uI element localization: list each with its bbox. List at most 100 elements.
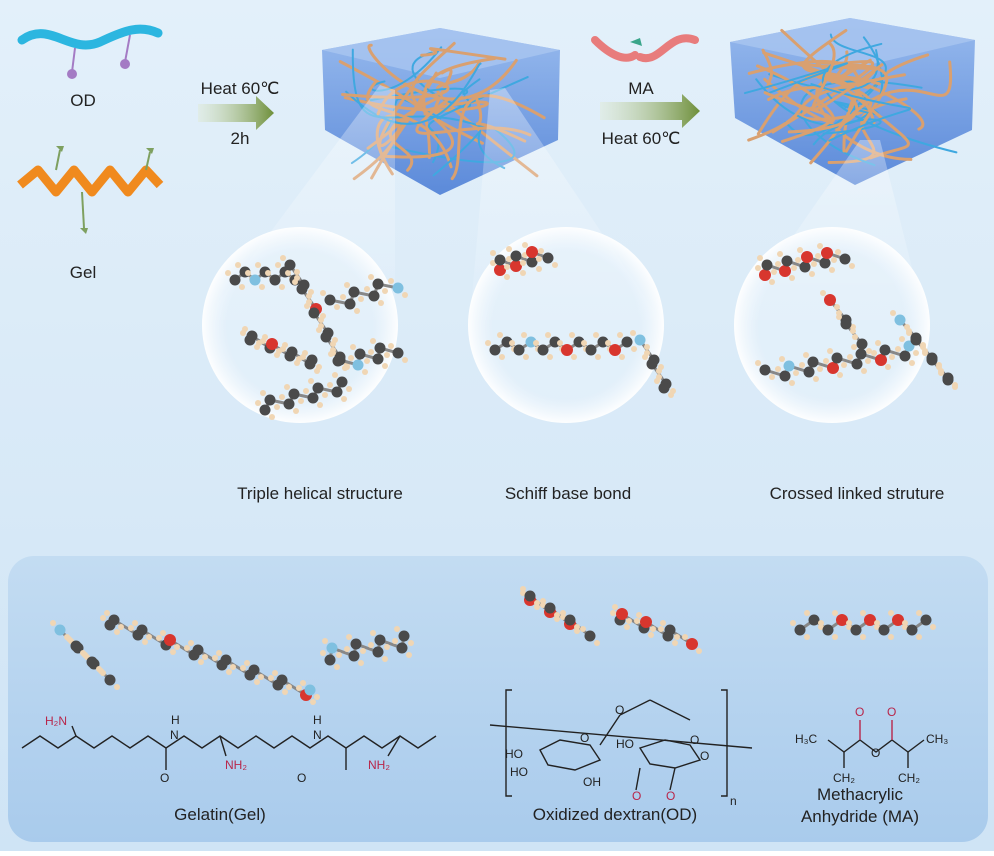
hydrogen-atom — [388, 343, 394, 349]
step1-condition-time: 2h — [231, 129, 250, 148]
atom-label: O — [160, 771, 169, 785]
hydrogen-atom — [300, 680, 306, 686]
hydrogen-atom — [610, 610, 616, 616]
hydrogen-atom — [294, 269, 300, 275]
oxygen-atom — [510, 260, 522, 272]
polymer-fiber — [767, 86, 859, 134]
polymer-fiber — [744, 62, 848, 95]
hydrogen-atom — [225, 270, 231, 276]
molecule-fragment — [330, 338, 408, 375]
hydrogen-atom — [522, 242, 528, 248]
carbon-atom — [851, 358, 863, 370]
hydrogen-atom — [593, 332, 599, 338]
hydrogen-atom — [642, 354, 648, 360]
hydrogen-atom — [538, 248, 544, 254]
atom-label: HO — [505, 747, 523, 761]
polymer-fiber — [763, 91, 833, 143]
atom-label: O — [615, 703, 624, 717]
hydrogen-atom — [895, 346, 901, 352]
carbon-atom — [276, 674, 288, 686]
hydrogen-atom — [160, 630, 166, 636]
hydrogen-atom — [674, 634, 680, 640]
carbon-atom — [537, 344, 549, 356]
atom-label: H₃C — [795, 732, 818, 746]
polymer-fiber — [367, 43, 518, 101]
hydrogen-atom — [358, 660, 364, 666]
carbon-atom — [542, 252, 554, 264]
hydrogen-atom — [100, 670, 106, 676]
molecule-fragment — [755, 336, 919, 386]
hydrogen-atom — [849, 263, 855, 269]
hydrogen-atom — [358, 296, 364, 302]
ma-name-line2: Anhydride (MA) — [801, 807, 919, 826]
nitrogen-atom — [54, 624, 66, 636]
hydrogen-atom — [617, 332, 623, 338]
hydrogen-atom — [114, 684, 120, 690]
hydrogen-atom — [523, 354, 529, 360]
atom-label: N — [313, 728, 322, 742]
hydrogen-atom — [930, 624, 936, 630]
hydrogen-atom — [334, 664, 340, 670]
hydrogen-atom — [636, 612, 642, 618]
hydrogen-atom — [303, 388, 309, 394]
polymer-fiber — [811, 41, 884, 111]
hydrogen-atom — [823, 358, 829, 364]
carbon-atom — [307, 392, 319, 404]
hydrogen-atom — [521, 332, 527, 338]
hydrogen-atom — [841, 362, 847, 368]
carbon-atom — [759, 364, 771, 376]
hydrogen-atom — [485, 340, 491, 346]
step2-arrow-icon — [600, 94, 700, 128]
carbon-atom — [374, 634, 386, 646]
hydrogen-atom — [506, 246, 512, 252]
hydrogen-atom — [128, 625, 134, 631]
molecule-fragment — [240, 326, 322, 374]
hydrogen-atom — [813, 376, 819, 382]
carbon-atom — [344, 298, 356, 310]
carbon-atom — [86, 656, 98, 668]
nitrogen-atom — [326, 642, 338, 654]
hydrogen-atom — [775, 261, 781, 267]
carbon-atom — [368, 290, 380, 302]
hydrogen-atom — [499, 354, 505, 360]
hydrogen-atom — [255, 400, 261, 406]
hydrogen-atom — [777, 251, 783, 257]
molecule-fragment — [485, 332, 637, 360]
hydrogen-atom — [799, 362, 805, 368]
hydrogen-atom — [888, 634, 894, 640]
hydrogen-atom — [96, 666, 102, 672]
hydrogen-atom — [534, 600, 540, 606]
hydrogen-atom — [240, 665, 246, 671]
carbon-atom — [348, 286, 360, 298]
ma-molecule-icon — [591, 34, 699, 63]
carbon-atom — [308, 307, 320, 319]
hydrogen-atom — [382, 363, 388, 369]
hydrogen-atom — [846, 620, 852, 626]
polymer-fiber — [810, 83, 912, 142]
hydrogen-atom — [66, 636, 72, 642]
hydrogen-atom — [304, 303, 310, 309]
hydrogen-atom — [533, 340, 539, 346]
hydrogen-atom — [650, 626, 656, 632]
hydrogen-atom — [364, 358, 370, 364]
hydrogen-atom — [212, 655, 218, 661]
hydrogen-atom — [571, 354, 577, 360]
hydrogen-atom — [789, 380, 795, 386]
hydrogen-atom — [364, 286, 370, 292]
hydrogen-atom — [658, 626, 664, 632]
hydrogen-atom — [837, 372, 843, 378]
hydrogen-atom — [851, 344, 857, 350]
hydrogen-atom — [274, 404, 280, 410]
hydrogen-atom — [344, 282, 350, 288]
carbon-atom — [799, 261, 811, 273]
hydrogen-atom — [509, 340, 515, 346]
carbon-atom — [781, 255, 793, 267]
molecule-fragment — [890, 310, 958, 390]
carbon-atom — [840, 318, 852, 330]
oxygen-atom — [892, 614, 904, 626]
gelatin-ball-stick-model — [320, 626, 414, 670]
oxygen-atom — [561, 344, 573, 356]
carbon-atom — [348, 650, 360, 662]
carbon-atom — [354, 348, 366, 360]
hydrogen-atom — [268, 675, 274, 681]
